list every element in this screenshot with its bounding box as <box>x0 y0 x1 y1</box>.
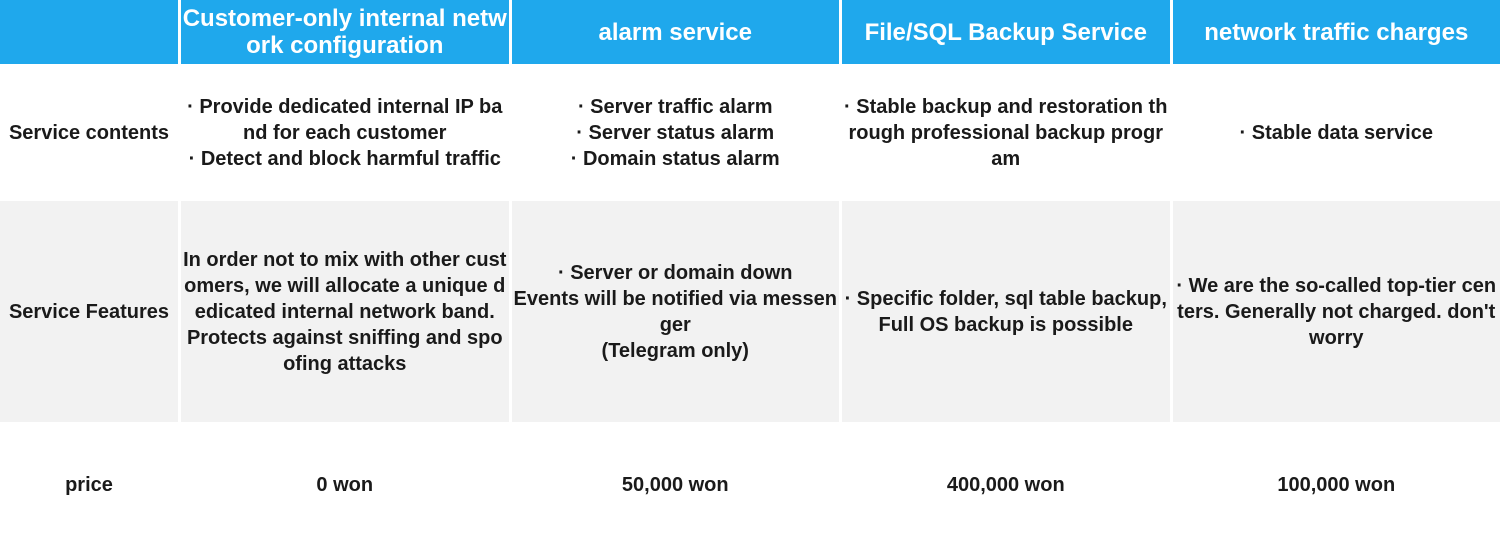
contents-backup-service: · Stable backup and restoration through … <box>844 95 1168 170</box>
header-customer-network: Customer-only internal network configura… <box>181 0 509 64</box>
contents-traffic-charges: · Stable data service <box>1239 121 1433 144</box>
price-alarm-service: 50,000 won <box>621 473 729 496</box>
header-alarm-service: alarm service <box>511 0 839 64</box>
features-customer-network: In order not to mix with other customers… <box>181 201 509 422</box>
features-traffic-charges: · We are the so-called top-tier centers.… <box>1172 201 1500 422</box>
features-alarm-service: · Server or domain down Events will be n… <box>511 201 839 422</box>
price-customer-network: 0 won <box>316 473 374 496</box>
header-corner-cell <box>0 0 178 64</box>
row-label-price: price <box>65 473 113 496</box>
header-traffic-charges: network traffic charges <box>1172 0 1500 64</box>
price-backup-service: 400,000 won <box>946 473 1065 496</box>
contents-customer-network: · Provide dedicated internal IP band for… <box>187 95 503 170</box>
row-label-service-features: Service Features <box>0 201 178 422</box>
row-label-service-contents: Service contents <box>8 121 170 144</box>
features-backup-service: · Specific folder, sql table backup, Ful… <box>842 201 1170 422</box>
header-backup-service: File/SQL Backup Service <box>842 0 1170 64</box>
contents-alarm-service: · Server traffic alarm · Server status a… <box>570 95 780 170</box>
price-traffic-charges: 100,000 won <box>1277 473 1396 496</box>
